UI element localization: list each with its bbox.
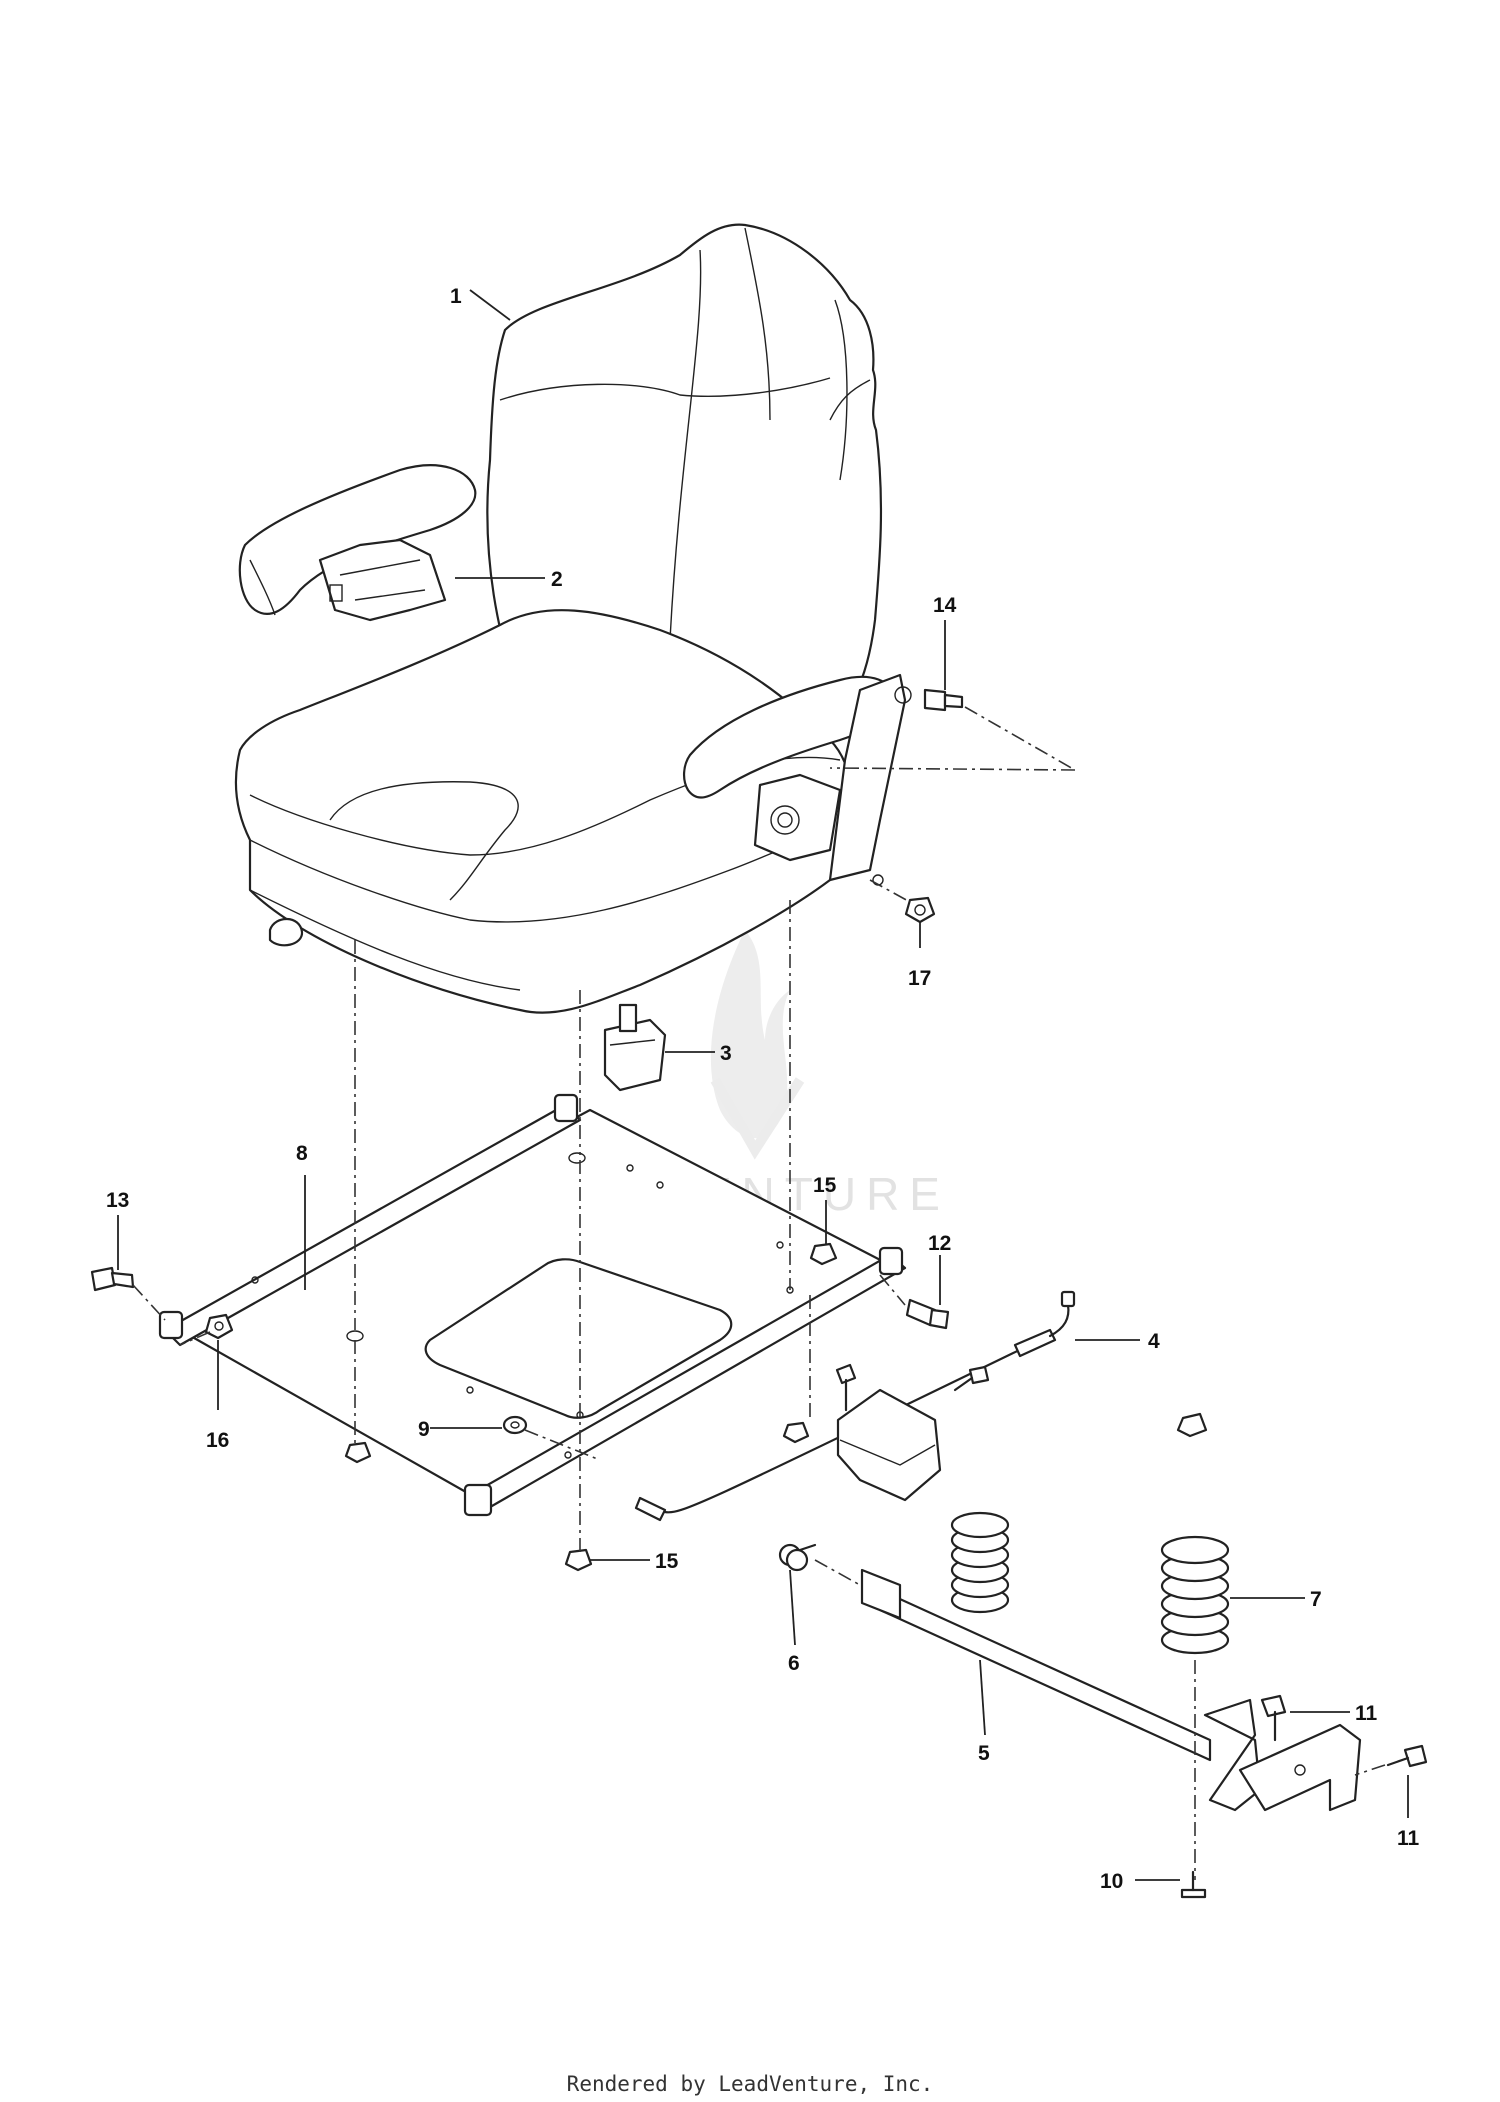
spring-lower: [950, 1511, 1010, 1614]
seat-assembly: [234, 223, 912, 1014]
callout-12: 12: [928, 1232, 951, 1255]
watermark-v-icon: [710, 1077, 805, 1160]
seat-rail-right: [463, 1246, 907, 1517]
shaft-hardware: [1180, 1694, 1428, 1899]
callout-7: 7: [1310, 1588, 1322, 1611]
callout-17: 17: [908, 967, 931, 990]
assembly-lines: [132, 706, 1386, 1880]
callout-16: 16: [206, 1429, 229, 1452]
callout-15a: 15: [813, 1174, 837, 1197]
callout-9: 9: [418, 1418, 430, 1441]
seat-belt-bracket: [318, 538, 447, 622]
seat-latch: [753, 773, 842, 862]
callout-11b: 11: [1397, 1827, 1420, 1850]
callout-8: 8: [296, 1142, 308, 1165]
callout-1: 1: [450, 285, 462, 308]
shaft-assembly: [835, 1363, 1362, 1812]
callout-4: 4: [1148, 1330, 1160, 1353]
callout-2: 2: [551, 568, 563, 591]
footer-credit: Rendered by LeadVenture, Inc.: [566, 2072, 934, 2096]
hardware: [90, 688, 964, 1572]
seat-rod: [634, 1290, 1076, 1522]
callout-11a: 11: [1355, 1702, 1378, 1725]
compression-spring: [1160, 1412, 1230, 1655]
callout-14: 14: [933, 594, 957, 617]
callout-13: 13: [106, 1189, 129, 1212]
leader-lines: [117, 289, 1409, 1881]
seat-switch: [603, 1003, 667, 1092]
callout-3: 3: [720, 1042, 732, 1065]
callout-labels: 1 2 3 4 5 6 7 8 9 10 11 11 12 13 14 15 1…: [106, 285, 1420, 1893]
callout-15b: 15: [655, 1550, 679, 1573]
callout-5: 5: [978, 1742, 990, 1765]
callout-10: 10: [1100, 1870, 1123, 1893]
callout-6: 6: [788, 1652, 800, 1675]
watermark-flame-icon: [710, 930, 790, 1139]
torsion-spring: [778, 1543, 817, 1572]
